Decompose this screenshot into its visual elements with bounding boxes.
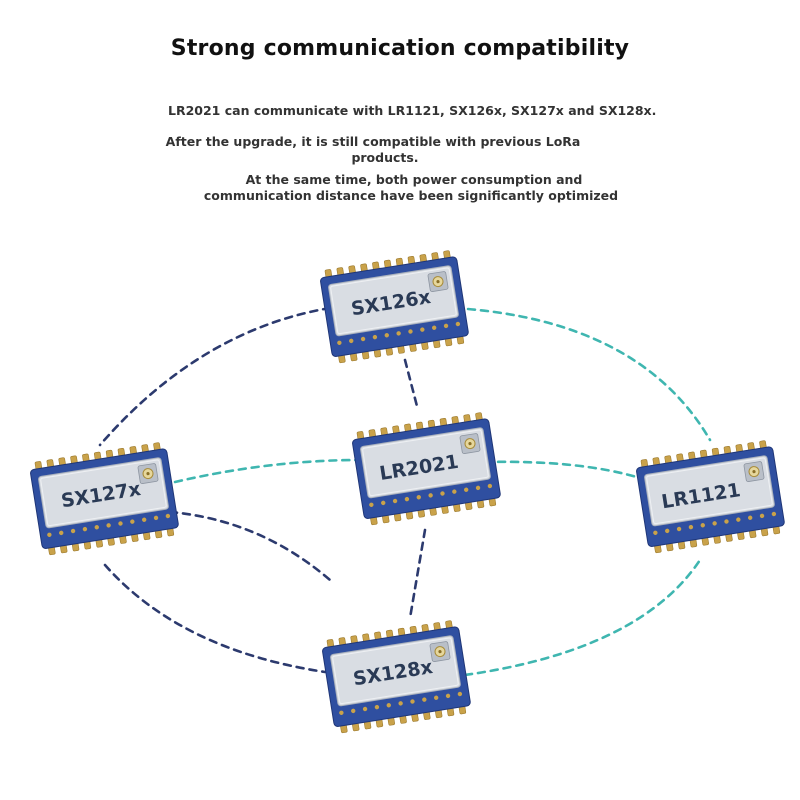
description-line-3: products.: [351, 150, 419, 165]
link-bottom-right: [463, 558, 702, 677]
module-sx126x: SX126x: [318, 248, 471, 365]
description-line-4: At the same time, both power consumption…: [245, 172, 583, 187]
description-line-1: LR2021 can communicate with LR1121, SX12…: [168, 103, 657, 118]
link-center-bottom: [408, 528, 427, 620]
link-center-left-lower: [168, 510, 332, 582]
description-line-5: communication distance have been signifi…: [203, 188, 619, 203]
link-top-center: [403, 358, 420, 412]
link-left-center: [173, 458, 362, 484]
link-top-right: [453, 306, 712, 442]
module-lr2021: LR2021: [350, 410, 503, 527]
link-top-left: [98, 306, 332, 447]
module-sx128x: SX128x: [320, 618, 473, 735]
link-center-right: [483, 460, 642, 480]
description-line-2: After the upgrade, it is still compatibl…: [165, 134, 581, 149]
link-left-bottom: [103, 563, 327, 674]
module-lr1121: LR1121: [634, 438, 787, 555]
page-title: Strong communication compatibility: [170, 36, 630, 61]
module-sx127x: SX127x: [28, 440, 181, 557]
